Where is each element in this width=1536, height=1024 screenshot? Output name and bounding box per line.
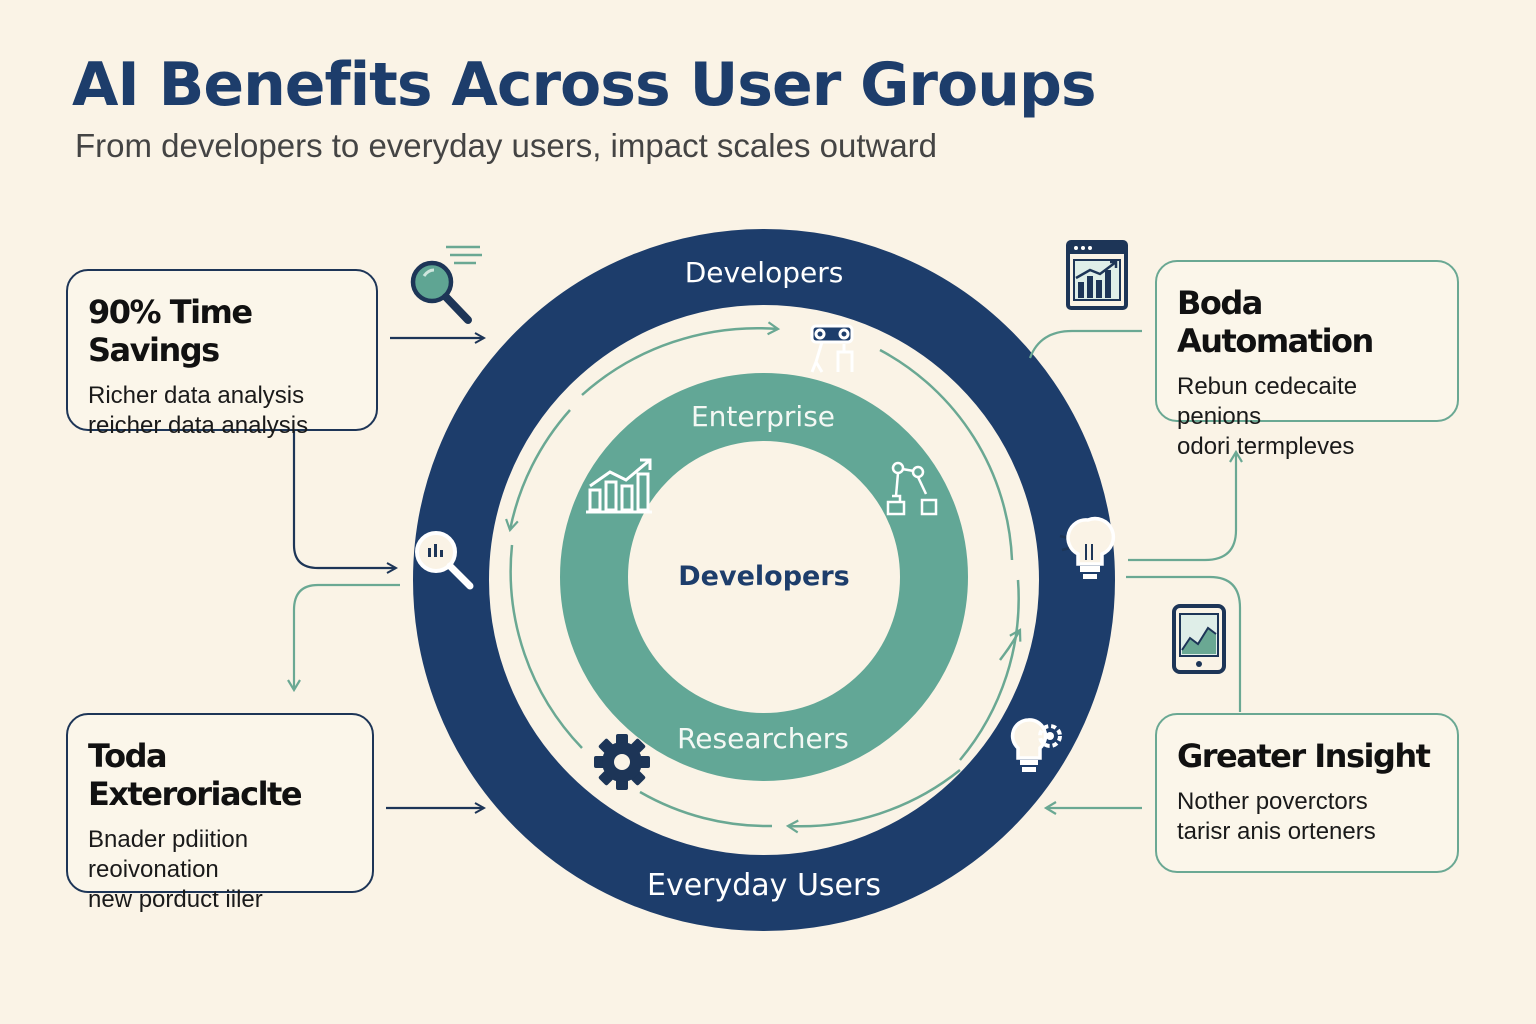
middle-ring [560, 373, 968, 781]
connector-ring-to-bottom-left [287, 583, 400, 693]
card-title: Boda Automation [1177, 284, 1374, 360]
tablet-chart-icon [1172, 604, 1226, 674]
browser-chart-icon [1066, 240, 1128, 310]
outer-bottom-label: Everyday Users [647, 868, 881, 903]
card-line: new porduct iiler [88, 886, 263, 913]
card-line: Nother poverctors [1177, 788, 1368, 815]
page-title: AI Benefits Across User Groups [72, 50, 1097, 120]
card-time-savings: 90% Time Savings Richer data analysis re… [66, 269, 378, 439]
cycle-arrow-top [581, 321, 781, 396]
cycle-arrow-bottom [639, 790, 773, 828]
card-title: 90% Time Savings [88, 293, 253, 369]
card-exteroriaclte: Toda Exteroriaclte Bnader pdiition reoiv… [66, 713, 374, 913]
card-line: Bnader pdiition [88, 826, 249, 853]
robot-arm-small-icon [886, 461, 938, 516]
cycle-arrow-right-lower [959, 579, 1020, 761]
lightbulb-icon [1059, 516, 1116, 579]
growth-chart-icon [586, 458, 652, 514]
gear-icon [594, 734, 650, 790]
card-automation: Boda Automation Rebun cedecaite penions … [1155, 260, 1459, 460]
connector-top-right [1028, 329, 1142, 359]
center-label: Developers [678, 561, 849, 592]
cycle-arrow-left [505, 409, 571, 533]
cycle-arrow-right-up [999, 628, 1022, 661]
cycle-arrows [505, 321, 1022, 834]
magnifier-icon [410, 245, 482, 324]
cycle-arrow-bottom-right [785, 769, 961, 834]
cycle-arrow-left-lower [509, 544, 583, 749]
middle-bottom-label: Researchers [677, 722, 849, 755]
connector-ring-to-bottom-right [1126, 575, 1242, 712]
card-line: Rebun cedecaite penions [1177, 373, 1358, 430]
card-line: reoivonation [88, 856, 219, 883]
card-title: Toda Exteroriaclte [88, 737, 303, 813]
middle-top-label: Enterprise [691, 400, 835, 433]
cycle-arrow-right [879, 348, 1014, 561]
connector-ring-to-top-right [1128, 449, 1243, 562]
card-line: reicher data analysis [88, 412, 309, 439]
card-title: Greater Insight [1177, 737, 1431, 775]
page-subtitle: From developers to everyday users, impac… [75, 127, 938, 164]
outer-ring [413, 229, 1115, 931]
card-line: odori termpleves [1177, 433, 1355, 460]
magnifier-chart-icon [415, 531, 474, 590]
card-line: tarisr anis orteners [1177, 818, 1376, 845]
outer-top-label: Developers [685, 256, 844, 289]
connector-top-left-down [292, 430, 396, 568]
card-line: Richer data analysis [88, 382, 305, 409]
robot-arm-icon [810, 324, 854, 373]
lightbulb-gear-icon [1010, 718, 1062, 772]
card-greater-insight: Greater Insight Nother poverctors tarisr… [1155, 713, 1459, 873]
